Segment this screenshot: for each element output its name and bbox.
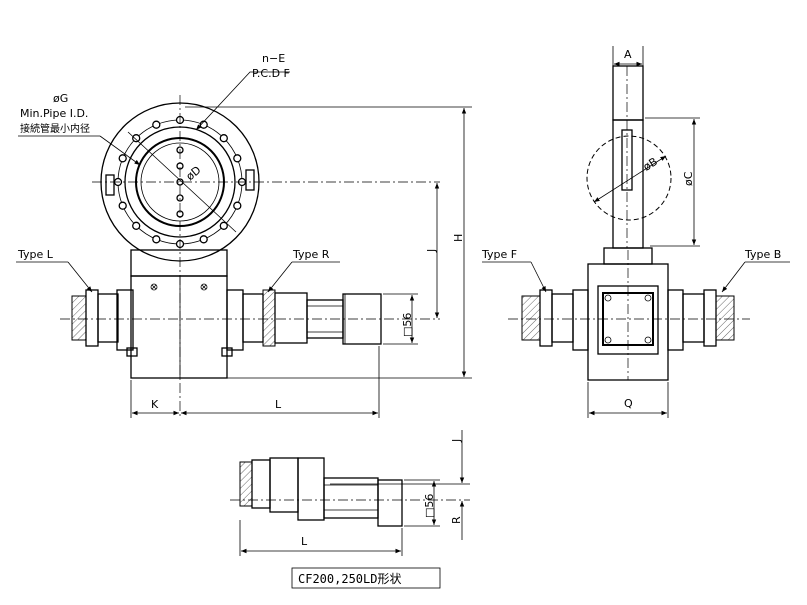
label-dim-q: Q (624, 397, 633, 410)
side-view (508, 65, 750, 381)
label-dim-56: □56 (401, 313, 414, 337)
label-phi-g: øG (53, 92, 68, 105)
bolt-hole (118, 154, 127, 163)
bolt-hole (219, 221, 228, 230)
label-dim-b: øB (641, 155, 660, 174)
caption-box (291, 567, 441, 589)
bolt-hole (152, 120, 161, 129)
bolt-hole (219, 134, 228, 143)
label-dim-l-detail: L (301, 535, 308, 548)
label-phi-d: øD (184, 163, 204, 183)
label-dim-56-detail: □56 (423, 494, 436, 518)
bore-dashed-circle (586, 135, 672, 221)
label-dim-l: L (275, 398, 282, 411)
ld-detail-view (230, 430, 470, 556)
label-dim-j-detail: J (450, 439, 463, 443)
label-dim-h: H (452, 234, 465, 242)
label-dim-r: R (450, 516, 463, 524)
label-min-pipe: Min.Pipe I.D. (20, 107, 88, 120)
caption: CF200,250LD形状 (298, 572, 401, 586)
bolt-hole (199, 235, 208, 244)
bolt-hole (118, 201, 127, 210)
bolt-hole (233, 201, 242, 210)
label-type-r: Type R (292, 248, 330, 261)
label-dim-k: K (151, 398, 159, 411)
front-view (60, 95, 440, 418)
label-min-pipe-jp: 接続管最小内径 (20, 122, 90, 135)
front-dimensions (16, 71, 472, 418)
bolt-hole (152, 235, 161, 244)
label-dim-j: J (425, 249, 438, 253)
label-dim-a: A (624, 48, 632, 61)
side-dimensions (482, 46, 790, 418)
bolt-hole (233, 154, 242, 163)
label-n-e: n−E (262, 52, 285, 65)
label-type-b: Type B (744, 248, 781, 261)
type-l-pipe-hatch (71, 295, 87, 341)
bolt-hole (132, 221, 141, 230)
label-pcd-f: P.C.D F (252, 67, 290, 80)
bolt-holes (113, 115, 247, 249)
label-type-l: Type L (17, 248, 54, 261)
bolt-hole (132, 134, 141, 143)
label-dim-c: øC (682, 171, 695, 186)
label-type-f: Type F (481, 248, 517, 261)
